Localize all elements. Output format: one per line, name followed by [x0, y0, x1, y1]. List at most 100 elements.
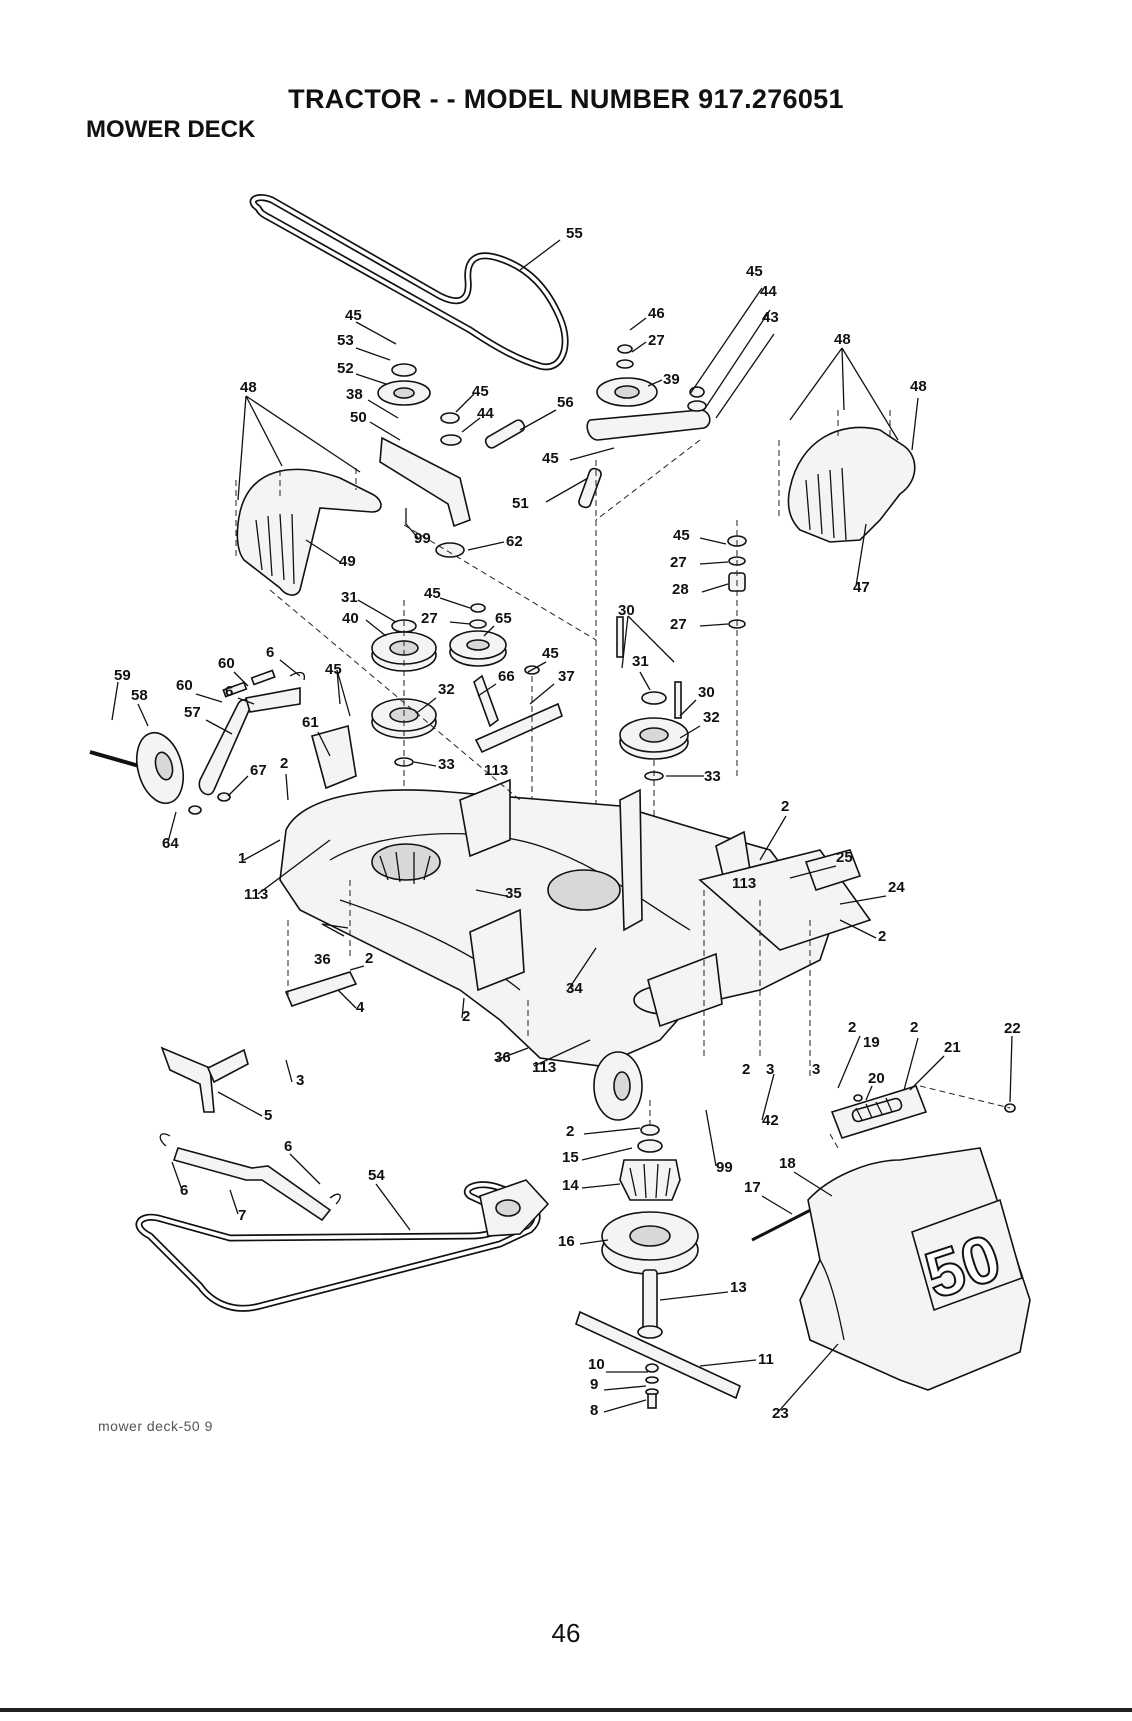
leader-line-c47	[855, 523, 867, 587]
leader-line-c11	[699, 1359, 757, 1367]
leader-line-c18	[793, 1171, 833, 1197]
callout-c9: 9	[590, 1376, 598, 1393]
leader-line-c113b	[257, 839, 331, 895]
callout-c56: 56	[557, 394, 574, 411]
callout-c34: 34	[566, 980, 583, 997]
leader-line-c60a	[233, 671, 249, 687]
leader-line-c4	[337, 989, 357, 1009]
callout-c47: 47	[853, 579, 870, 596]
callout-c60a: 60	[218, 655, 235, 672]
callout-c37: 37	[558, 668, 575, 685]
leader-line-c2e	[461, 997, 465, 1019]
callout-c2d: 2	[365, 950, 373, 967]
callout-c25: 25	[836, 849, 853, 866]
callout-c113a: 113	[484, 762, 508, 779]
leader-line-c9	[603, 1385, 647, 1391]
callout-c6c: 6	[284, 1138, 292, 1155]
leader-line-c3a	[285, 1059, 293, 1083]
leader-line-c44b	[461, 417, 481, 433]
leader-line-c32b	[679, 725, 701, 739]
callout-c66: 66	[498, 668, 515, 685]
leader-fan-3-2	[841, 347, 899, 441]
leader-line-c23	[777, 1343, 839, 1413]
mower-belt-55	[249, 194, 569, 371]
leader-line-c55	[519, 239, 561, 271]
leader-line-c14	[581, 1183, 621, 1189]
callout-c30b: 30	[698, 684, 715, 701]
callout-c62: 62	[506, 533, 523, 550]
leader-line-c6a	[279, 659, 301, 677]
callout-c2h: 2	[742, 1061, 750, 1078]
mower-deck-housing	[279, 778, 831, 1121]
leader-line-c8	[603, 1399, 647, 1413]
leader-line-c56	[519, 409, 557, 431]
callout-c15: 15	[562, 1149, 579, 1166]
leader-line-c62	[467, 541, 505, 551]
leader-fan-6-1	[627, 615, 675, 663]
leader-fan-3-0	[789, 347, 843, 421]
callout-c27a: 27	[648, 332, 665, 349]
leader-line-c13	[659, 1291, 729, 1301]
callout-c45g: 45	[542, 645, 559, 662]
leader-fan-1-0	[703, 309, 771, 411]
callout-c8: 8	[590, 1402, 598, 1419]
callout-c23: 23	[772, 1405, 789, 1422]
callout-c17: 17	[744, 1179, 761, 1196]
leader-line-c113d	[533, 1039, 591, 1067]
callout-c13: 13	[730, 1279, 747, 1296]
leader-line-c66	[477, 683, 497, 697]
callout-c35: 35	[505, 885, 522, 902]
leader-line-c15	[581, 1147, 633, 1161]
leader-line-c2b	[759, 815, 787, 861]
leader-line-c27a	[631, 341, 647, 353]
leader-line-c20	[865, 1085, 873, 1101]
leader-line-c27d	[449, 621, 471, 625]
leader-fan-7-0	[336, 669, 341, 705]
leader-line-c45c	[455, 393, 475, 413]
leader-line-c24	[839, 895, 887, 905]
leader-line-c52	[355, 373, 387, 385]
leader-line-c2i	[583, 1127, 641, 1135]
callout-c48c: 48	[240, 379, 257, 396]
leader-line-c25	[789, 865, 837, 879]
callout-c99b: 99	[716, 1159, 733, 1176]
leader-line-c6b	[237, 697, 255, 705]
leader-line-c45d	[569, 447, 615, 461]
callout-c6b: 6	[225, 683, 233, 700]
leader-fan-2-0	[715, 333, 775, 419]
leader-line-c6d	[171, 1161, 183, 1191]
leader-line-c32a	[417, 697, 437, 713]
callout-c64: 64	[162, 835, 179, 852]
callout-c20: 20	[868, 1070, 885, 1087]
callout-c48a: 48	[834, 331, 851, 348]
leader-fan-9-0	[837, 1035, 861, 1089]
leader-line-c45g	[527, 661, 547, 673]
callout-c53: 53	[337, 332, 354, 349]
section-title: MOWER DECK	[86, 116, 256, 143]
exploded-parts-diagram: 5545444346273948484553523850454456454851…	[89, 194, 1031, 1422]
callout-c65: 65	[495, 610, 512, 627]
callout-c7: 7	[238, 1207, 246, 1224]
leader-fan-8-1	[321, 923, 349, 929]
callout-c33b: 33	[704, 768, 721, 785]
callout-c18: 18	[779, 1155, 796, 1172]
leader-line-c57	[205, 719, 233, 735]
leader-line-c38	[367, 399, 399, 419]
callout-c45f: 45	[424, 585, 441, 602]
deflector-spring-bracket	[829, 1085, 1016, 1149]
leader-line-c30b	[679, 699, 697, 717]
callout-c58: 58	[131, 687, 148, 704]
bracket-5	[160, 1046, 263, 1117]
callout-c44a: 44	[760, 283, 777, 300]
mower-belt-54	[135, 1179, 550, 1312]
callout-c61: 61	[302, 714, 319, 731]
leader-line-c45e	[699, 537, 727, 545]
callout-c54: 54	[368, 1167, 385, 1184]
callout-c45a: 45	[746, 263, 763, 280]
callout-c2i: 2	[566, 1123, 574, 1140]
callout-c60b: 60	[176, 677, 193, 694]
leader-line-c34	[567, 947, 597, 991]
leader-layer	[111, 239, 1013, 1413]
callout-c38: 38	[346, 386, 363, 403]
callout-c113d: 113	[532, 1059, 556, 1076]
